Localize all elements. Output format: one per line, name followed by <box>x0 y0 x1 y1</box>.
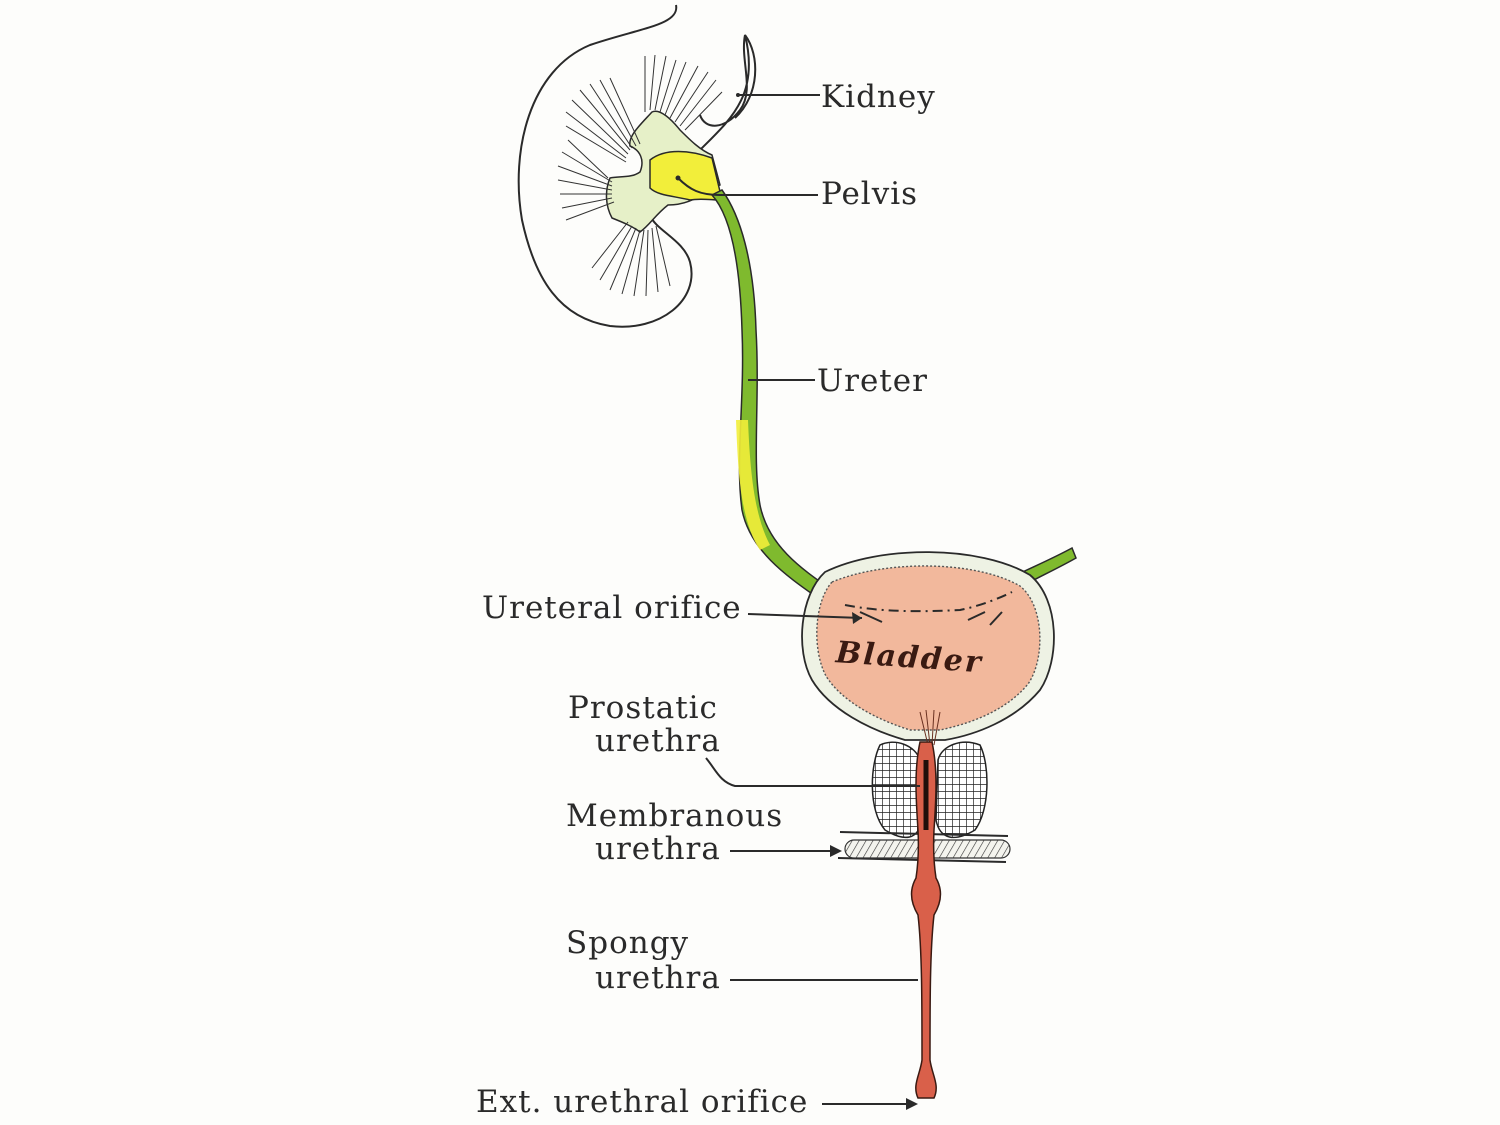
label-spongy-line2: urethra <box>595 960 721 996</box>
label-pelvis: Pelvis <box>821 176 918 212</box>
label-membranous-line2: urethra <box>595 831 721 867</box>
label-prostatic-line1: Prostatic <box>568 690 718 726</box>
label-spongy-line1: Spongy <box>566 925 689 961</box>
label-ext-urethral-orifice: Ext. urethral orifice <box>476 1084 808 1120</box>
label-membranous-line1: Membranous <box>566 798 783 834</box>
ureter-drawing <box>649 150 1077 599</box>
urethra-drawing <box>910 741 942 1099</box>
label-ureteral-orifice: Ureteral orifice <box>482 590 742 626</box>
bladder-drawing <box>801 551 1055 746</box>
label-ureter: Ureter <box>817 363 928 399</box>
kidney-drawing <box>517 4 757 328</box>
label-kidney: Kidney <box>821 79 936 115</box>
prostate-drawing <box>871 741 988 839</box>
leader-lines <box>675 93 920 1110</box>
label-prostatic-line2: urethra <box>595 723 721 759</box>
